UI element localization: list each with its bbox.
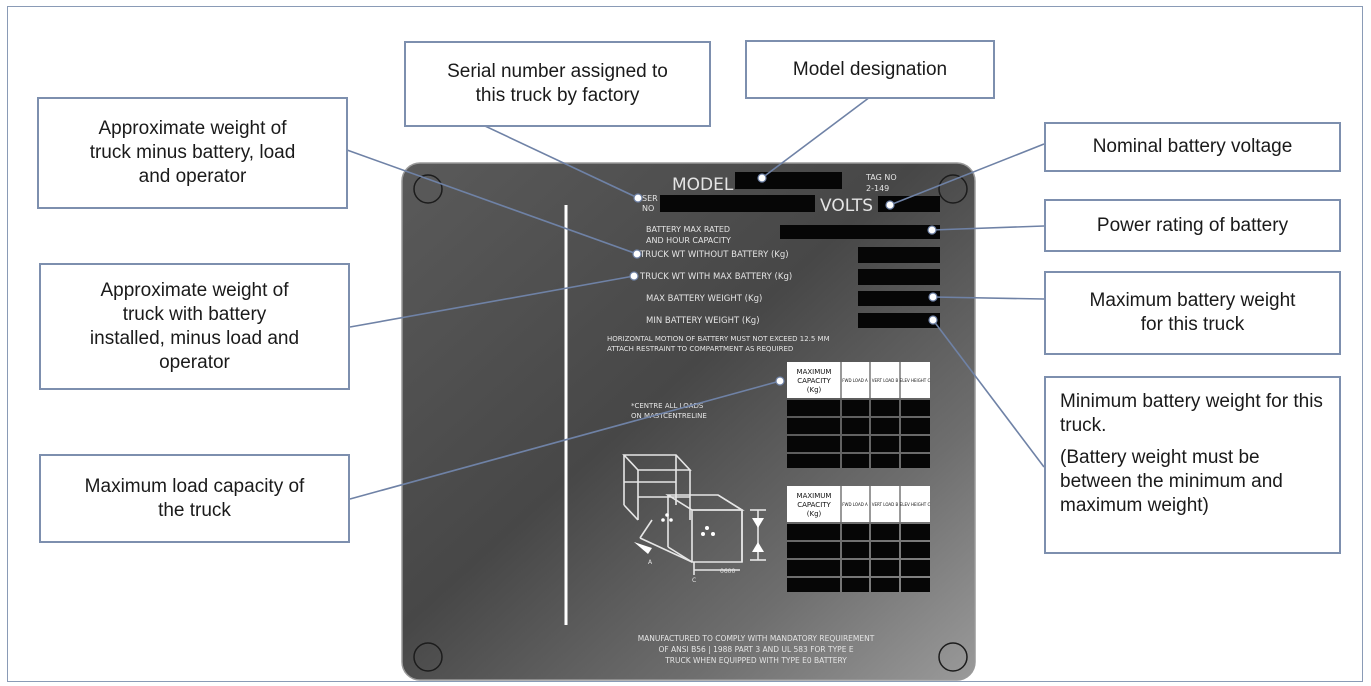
leader-serial bbox=[484, 125, 639, 199]
load-center-illustration bbox=[622, 454, 766, 575]
callout-min-battery-text: Minimum battery weight for this truck. bbox=[1060, 391, 1323, 436]
leader-min-battery bbox=[932, 319, 1045, 468]
plate-battery-rated-2: AND HOUR CAPACITY bbox=[646, 236, 731, 245]
callout-load-capacity: Maximum load capacity of the truck bbox=[39, 454, 350, 543]
leader-model bbox=[761, 96, 871, 179]
capacity-header-1: MAXIMUM bbox=[797, 492, 832, 500]
callout-weight-with-battery: Approximate weight of truck with battery… bbox=[39, 263, 350, 390]
mounting-hole-top-left bbox=[413, 174, 443, 204]
capacity-table-1: MAXIMUM CAPACITY (Kg) FWD LOAD A VERT LO… bbox=[787, 362, 931, 468]
mounting-hole-top-right bbox=[938, 174, 968, 204]
plate-no-label: NO bbox=[642, 204, 654, 213]
vert-load-header: VERT LOAD B bbox=[872, 378, 899, 383]
callout-weight-no-battery: Approximate weight of truck minus batter… bbox=[37, 97, 348, 209]
callout-max-battery-text: Maximum battery weight for this truck bbox=[1089, 290, 1296, 335]
capacity-table-2: MAXIMUM CAPACITY (Kg) FWD LOAD A VERT LO… bbox=[787, 486, 931, 592]
callout-weight-with-battery-text: Approximate weight of truck with battery… bbox=[89, 279, 300, 373]
callout-load-capacity-text: Maximum load capacity of the truck bbox=[84, 475, 305, 521]
plate-notice-2: ATTACH RESTRAINT TO COMPARTMENT AS REQUI… bbox=[607, 345, 793, 353]
serial-field bbox=[660, 195, 815, 212]
truck-wt-without-field bbox=[858, 247, 940, 263]
plate-battery-rated-1: BATTERY MAX RATED bbox=[646, 225, 730, 234]
capacity-header-2: CAPACITY bbox=[797, 501, 831, 509]
plate-notice-1: HORIZONTAL MOTION OF BATTERY MUST NOT EX… bbox=[607, 335, 830, 343]
callout-power-text: Power rating of battery bbox=[1096, 214, 1289, 236]
elev-height-header: ELEV HEIGHT C bbox=[900, 378, 931, 383]
callout-battery-voltage: Nominal battery voltage bbox=[1044, 122, 1341, 172]
plate-footer-1: MANUFACTURED TO COMPLY WITH MANDATORY RE… bbox=[638, 634, 875, 643]
plate-truck-wt-without: TRUCK WT WITHOUT BATTERY (Kg) bbox=[639, 250, 789, 260]
leader-endpoints bbox=[629, 173, 938, 386]
leader-load-capacity bbox=[349, 380, 781, 500]
plate-dim-a: A bbox=[648, 559, 653, 566]
truck-wt-with-field bbox=[858, 269, 940, 285]
plate-dim-c: C bbox=[692, 577, 696, 584]
callout-serial-number: Serial number assigned to this truck by … bbox=[404, 41, 711, 127]
outer-frame bbox=[7, 6, 1363, 682]
capacity-header-3: (Kg) bbox=[807, 510, 822, 518]
mounting-hole-bottom-right bbox=[938, 642, 968, 672]
callout-min-battery-note: (Battery weight must be between the mini… bbox=[1060, 447, 1283, 516]
callout-weight-no-battery-text: Approximate weight of truck minus batter… bbox=[89, 118, 296, 187]
plate-centre-note-1: *CENTRE ALL LOADS bbox=[631, 402, 704, 410]
callout-model-designation: Model designation bbox=[745, 40, 995, 99]
plate-footer-2: OF ANSI B56 | 1988 PART 3 AND UL 583 FOR… bbox=[658, 645, 853, 654]
plate-tag-value: 2-149 bbox=[866, 184, 889, 193]
min-battery-field bbox=[858, 313, 940, 328]
leader-lines bbox=[346, 96, 1045, 500]
plate-truck-wt-with: TRUCK WT WITH MAX BATTERY (Kg) bbox=[639, 272, 792, 282]
fwd-load-header: FWD LOAD A bbox=[842, 502, 868, 507]
plate-min-battery-weight: MIN BATTERY WEIGHT (Kg) bbox=[646, 316, 760, 326]
callout-serial-text: Serial number assigned to this truck by … bbox=[447, 61, 668, 106]
vert-load-header: VERT LOAD B bbox=[872, 502, 899, 507]
callout-model-text: Model designation bbox=[792, 58, 948, 80]
volts-field bbox=[878, 196, 940, 212]
plate-footer-3: TRUCK WHEN EQUIPPED WITH TYPE E0 BATTERY bbox=[664, 656, 847, 665]
max-battery-field bbox=[858, 291, 940, 306]
plate-dim-600: 0600 bbox=[720, 568, 735, 575]
mounting-hole-bottom-left bbox=[413, 642, 443, 672]
leader-voltage bbox=[889, 143, 1045, 206]
plate-max-battery-weight: MAX BATTERY WEIGHT (Kg) bbox=[646, 294, 762, 304]
dimension-markers bbox=[634, 513, 764, 554]
model-field bbox=[735, 172, 842, 189]
callout-max-battery-weight: Maximum battery weight for this truck bbox=[1044, 271, 1341, 355]
capacity-header-2: CAPACITY bbox=[797, 377, 831, 385]
capacity-header-1: MAXIMUM bbox=[797, 368, 832, 376]
plate-model-label: MODEL bbox=[672, 175, 734, 195]
battery-capacity-field bbox=[780, 225, 940, 239]
leader-weight-no-battery bbox=[346, 149, 638, 255]
plate-ser-label: SER bbox=[642, 194, 658, 203]
plate-tag-label: TAG NO bbox=[865, 173, 897, 182]
callout-voltage-text: Nominal battery voltage bbox=[1092, 136, 1293, 157]
leader-weight-with-battery bbox=[349, 275, 635, 328]
plate-centre-note-2: ON MASTCENTRELINE bbox=[631, 412, 707, 420]
capacity-header-3: (Kg) bbox=[807, 386, 822, 394]
callout-battery-power: Power rating of battery bbox=[1044, 199, 1341, 252]
fwd-load-header: FWD LOAD A bbox=[842, 378, 868, 383]
leader-power bbox=[931, 225, 1045, 231]
plate-volts-label: VOLTS bbox=[820, 196, 873, 216]
leader-max-battery bbox=[932, 296, 1045, 300]
callout-min-battery-weight: Minimum battery weight for this truck. (… bbox=[1044, 376, 1341, 554]
nameplate: MODEL TAG NO 2-149 SER NO VOLTS BATTERY … bbox=[401, 162, 976, 681]
elev-height-header: ELEV HEIGHT C bbox=[900, 502, 931, 507]
